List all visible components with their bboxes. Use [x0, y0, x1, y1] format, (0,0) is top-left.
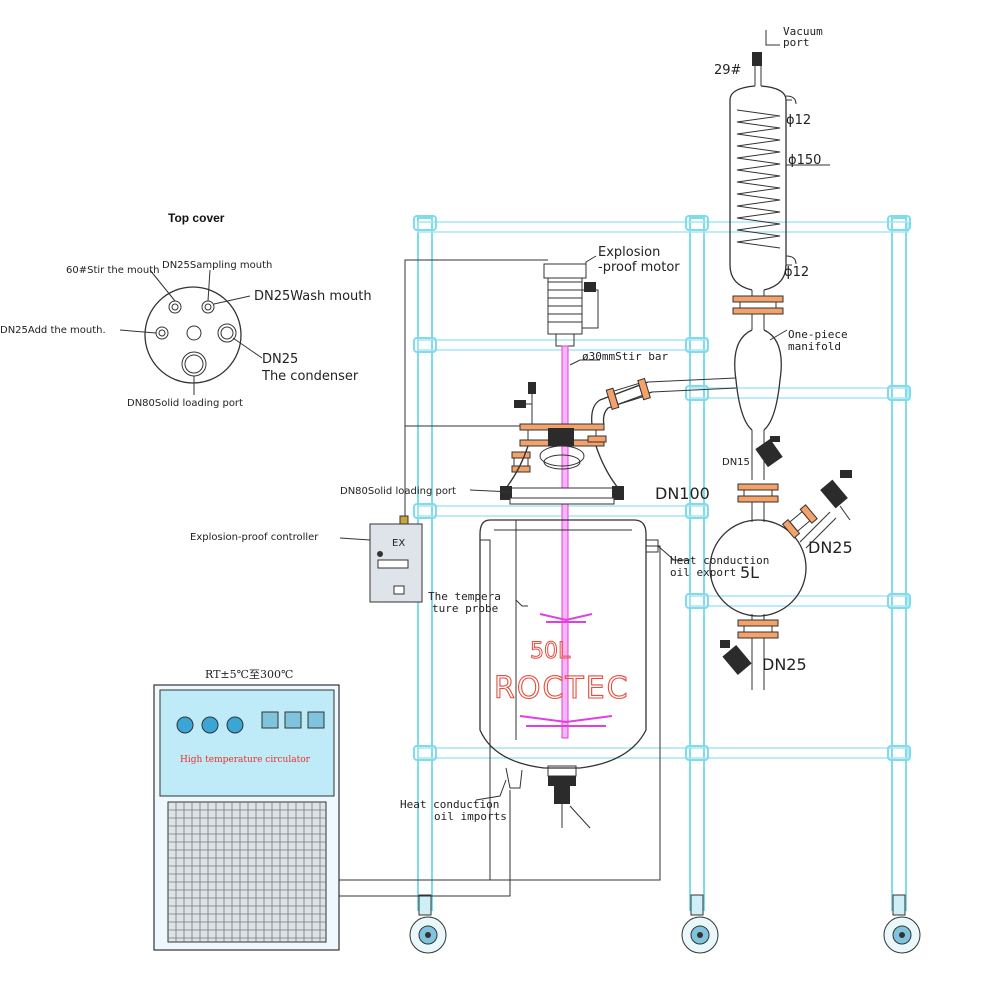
top-cover-diagram: Top cover 60#Stir the mouth DN25Sampling…: [0, 211, 372, 409]
probe-label-1: The tempera: [428, 590, 501, 603]
reactor-vessel: Heat conduction oil export The tempera t…: [400, 519, 769, 829]
explosion-proof-motor: Explosion -proof motor: [543, 245, 680, 347]
reactor-volume-label: 50L: [530, 639, 571, 664]
circulator-range-label: RT±5℃至300℃: [205, 668, 293, 681]
lower-impeller: [519, 715, 613, 727]
dn25-right-valve: [820, 470, 852, 521]
condenser-hole: [217, 323, 237, 343]
vapor-line: [591, 377, 653, 426]
solid-port-hole: [181, 351, 207, 377]
heat-export-label-2: oil export: [670, 566, 736, 579]
add-mouth-hole: [155, 326, 169, 340]
condenser-label-2: The condenser: [261, 369, 359, 384]
controller-badge: EX: [392, 538, 405, 549]
explosion-proof-controller: EX Explosion-proof controller: [190, 259, 548, 603]
heat-import-label-1: Heat conduction: [400, 798, 499, 811]
phi12-top-label: ϕ12: [786, 113, 811, 128]
high-temperature-circulator: High temperature circulator RT±5℃至300℃: [153, 539, 661, 951]
vacuum-port-label-2: port: [783, 36, 810, 49]
coil-condenser: Vacuum port 29# ϕ12 ϕ150 ϕ12: [714, 25, 830, 330]
vent-grille: [168, 802, 326, 942]
vacuum-port-label-1: Vacuum: [783, 25, 823, 38]
dn25-bottom-valve: [720, 640, 752, 675]
circulator-name-label: High temperature circulator: [180, 755, 311, 765]
heat-import-label-2: oil imports: [434, 810, 507, 823]
dn100-label: DN100: [655, 484, 710, 503]
stir-mouth-hole: [168, 300, 182, 314]
add-mouth-label: DN25Add the mouth.: [0, 325, 106, 336]
caster-wheel-middle: [681, 894, 719, 954]
motor-label-2: -proof motor: [598, 260, 680, 275]
solid-port-label: DN80Solid loading port: [127, 398, 243, 409]
heat-export-label-1: Heat conduction: [670, 554, 769, 567]
condenser-coil: [736, 109, 781, 249]
top-cover-title: Top cover: [168, 211, 225, 225]
condenser-label-1: DN25: [262, 352, 298, 367]
dn80-port-label: DN80Solid loading port: [340, 486, 456, 497]
receiving-flask: 5L DN25 DN25: [709, 470, 853, 690]
stir-shaft: [561, 345, 569, 739]
dn25-right-label: DN25: [808, 538, 853, 557]
probe-label-2: ture probe: [432, 602, 498, 615]
manifold-label-1: One-piece: [788, 328, 848, 341]
motor-label-1: Explosion: [598, 245, 660, 260]
upper-impeller: [539, 613, 593, 623]
cover-outline: [144, 286, 242, 384]
phi150-label: ϕ150: [788, 153, 821, 168]
dn15-valve: [755, 436, 783, 468]
phi12-bottom-label: ϕ12: [784, 265, 809, 280]
joint-29-label: 29#: [714, 63, 741, 78]
sampling-mouth-label: DN25Sampling mouth: [162, 260, 272, 271]
controller-label: Explosion-proof controller: [190, 532, 319, 543]
stir-bar-label: ø30mmStir bar: [582, 350, 668, 363]
one-piece-manifold: One-piece manifold DN15: [647, 328, 848, 522]
caster-wheel-right: [883, 894, 921, 954]
wash-mouth-label: DN25Wash mouth: [254, 289, 372, 304]
support-frame: [409, 215, 921, 954]
dn25-bottom-label: DN25: [762, 655, 807, 674]
flask-volume-label: 5L: [740, 563, 759, 582]
dn15-label: DN15: [722, 457, 750, 468]
brand-label: ROCTEC: [494, 671, 630, 706]
caster-wheel-left: [409, 894, 447, 954]
reactor-lid: DN80Solid loading port DN100: [340, 382, 710, 505]
stir-mouth-label: 60#Stir the mouth: [66, 265, 160, 276]
center-hole: [186, 325, 202, 341]
sampling-mouth-hole: [201, 300, 215, 314]
manifold-label-2: manifold: [788, 340, 841, 353]
